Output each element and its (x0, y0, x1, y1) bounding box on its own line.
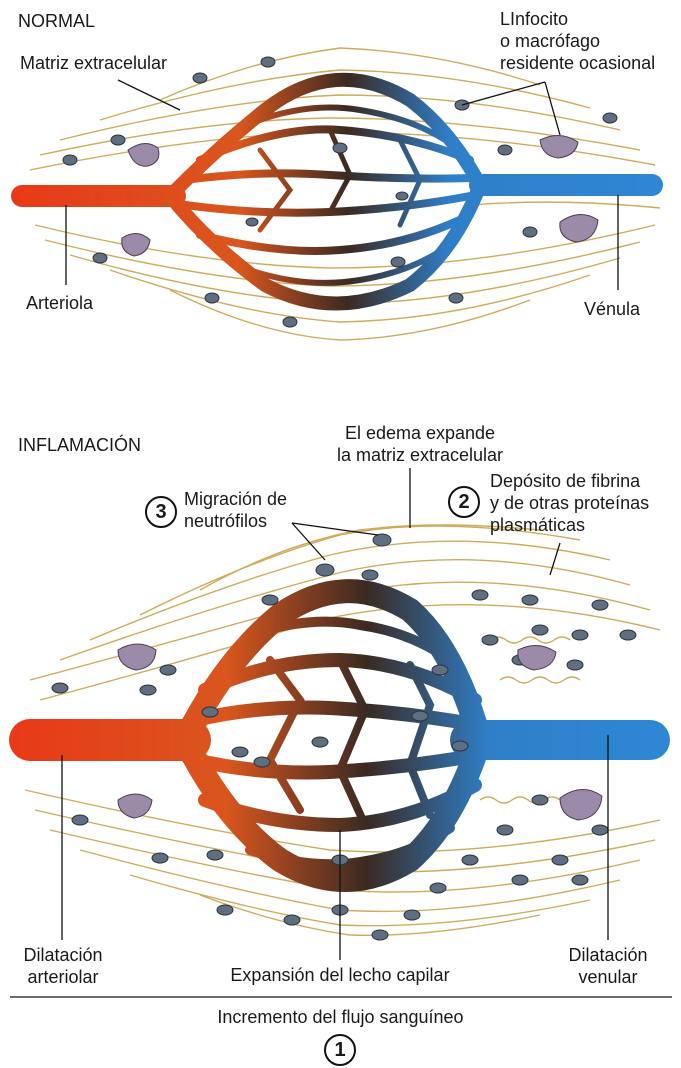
inflammation-section-title: INFLAMACIÓN (18, 434, 141, 456)
label-arteriolar-dilation: Dilatación arteriolar (4, 944, 122, 988)
label-edema: El edema expande la matriz extracelular (300, 422, 540, 466)
label-extracellular-matrix: Matriz extracelular (20, 52, 167, 74)
label-capillary-expansion: Expansión del lecho capilar (190, 964, 490, 986)
label-venule: Vénula (584, 298, 640, 320)
badge-migration: 3 (145, 496, 177, 528)
label-arteriole: Arteriola (26, 292, 93, 314)
label-fibrin-deposit: Depósito de fibrina y de otras proteínas… (490, 470, 649, 536)
label-lymphocyte-macrophage: LInfocito o macrófago residente ocasiona… (500, 8, 655, 74)
badge-fibrin: 2 (448, 486, 480, 518)
label-neutrophil-migration: Migración de neutrófilos (184, 488, 287, 532)
badge-flow: 1 (324, 1034, 356, 1066)
normal-section-title: NORMAL (18, 10, 95, 32)
label-venular-dilation: Dilatación venular (548, 944, 668, 988)
normal-vessel-network (22, 80, 652, 304)
footer-caption: Incremento del flujo sanguíneo (0, 1006, 681, 1028)
